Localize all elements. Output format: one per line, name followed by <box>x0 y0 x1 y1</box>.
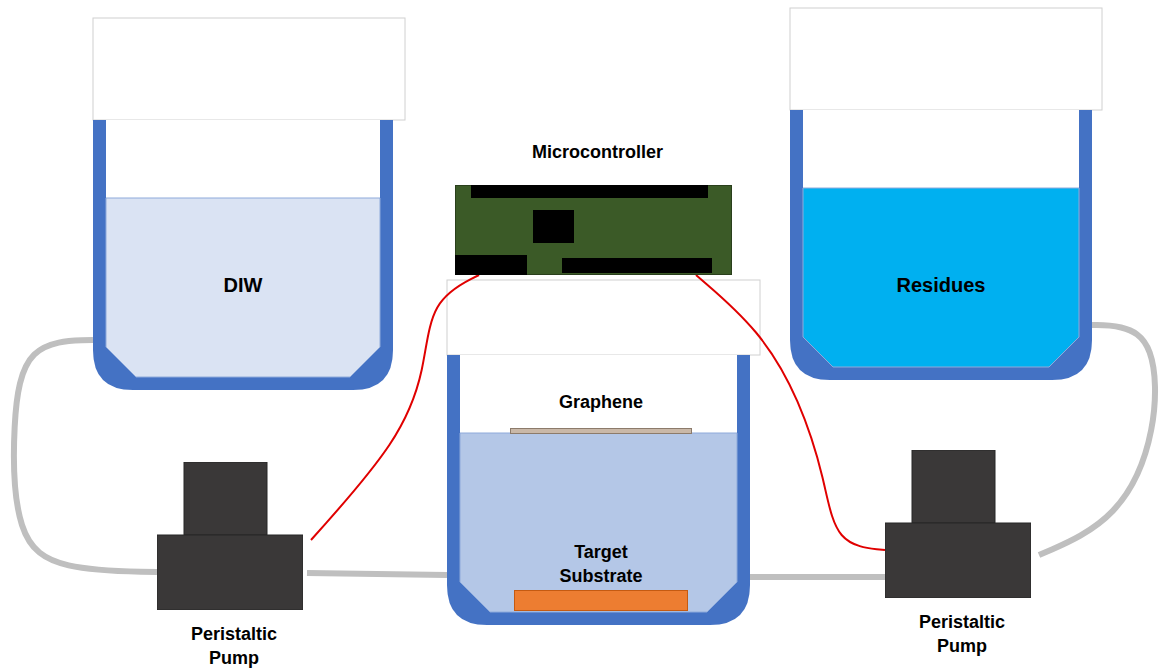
node-label: Graphene <box>510 390 692 428</box>
pump-head <box>184 462 267 535</box>
beaker-air <box>106 120 380 198</box>
beaker-wall <box>93 120 393 390</box>
pcb <box>456 186 732 275</box>
pump-base <box>885 523 1031 598</box>
beaker-air <box>460 355 737 433</box>
chip <box>533 210 574 243</box>
beaker-opening <box>790 8 1102 110</box>
node-label: Peristaltic Pump <box>885 610 1039 658</box>
beaker-outline <box>790 110 1092 380</box>
substrate-bar <box>514 590 688 611</box>
pump-body <box>885 450 1031 598</box>
beaker-opening <box>93 18 405 120</box>
pin-header <box>455 255 527 275</box>
board-node: Microcontroller <box>455 140 740 275</box>
transfer-beaker <box>447 355 750 625</box>
film-node: Graphene <box>510 390 692 434</box>
beaker-node: DIW <box>93 120 393 390</box>
microcontroller-board <box>455 185 732 275</box>
pump-body <box>157 462 303 610</box>
node-label: Microcontroller <box>455 140 740 185</box>
node-label: Peristaltic Pump <box>157 622 311 670</box>
beaker-wall <box>790 110 1092 380</box>
node-label: Target Substrate <box>546 540 656 588</box>
pump-node: Peristaltic Pump <box>885 450 1039 658</box>
bath-liquid <box>460 433 737 612</box>
beaker-opening <box>447 280 760 355</box>
beaker-node: Residues <box>790 110 1092 380</box>
tube <box>750 574 889 580</box>
pump-head <box>912 450 995 523</box>
pin-header <box>562 258 712 273</box>
substrate-node: Target Substrate <box>514 540 688 611</box>
graphene-film <box>510 428 692 434</box>
beaker-outline <box>93 120 393 390</box>
beaker-air <box>803 110 1079 188</box>
node-label: Residues <box>790 273 1092 297</box>
pump-base <box>157 535 303 610</box>
node-label: DIW <box>93 273 393 297</box>
pin-header <box>471 185 708 198</box>
tube <box>307 573 447 575</box>
pump-node: Peristaltic Pump <box>157 462 311 670</box>
